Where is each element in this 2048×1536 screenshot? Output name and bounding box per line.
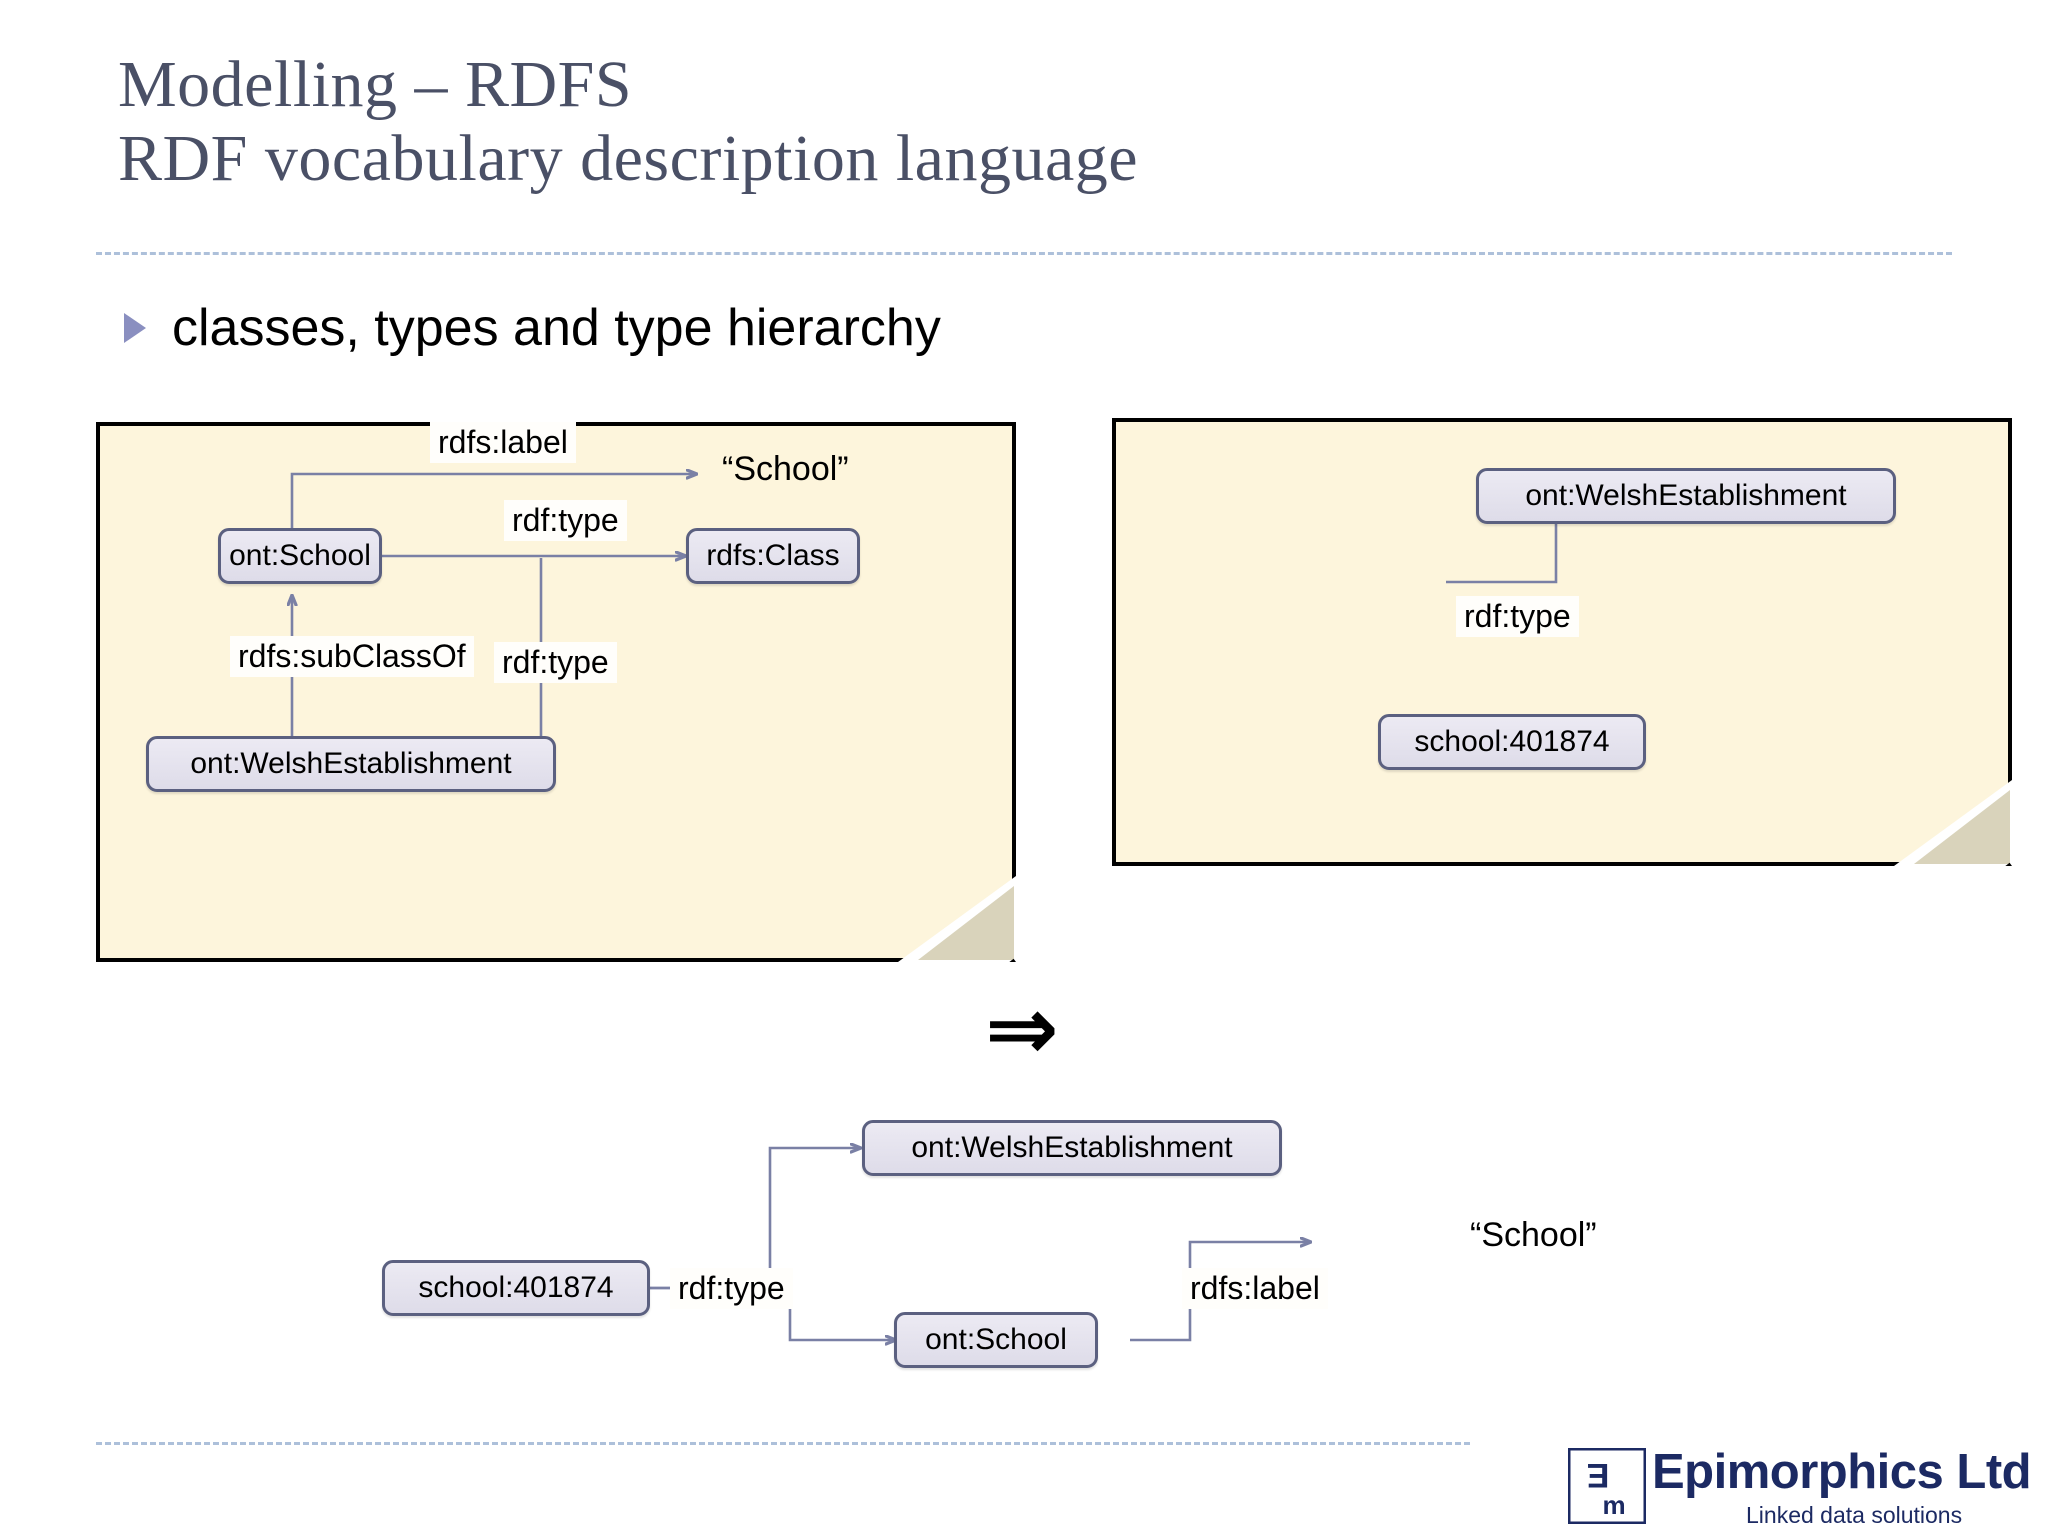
edge-label-rdfs-label: rdfs:label [1182,1268,1328,1309]
node-ont-welsh-establishment[interactable]: ont:WelshEstablishment [1476,468,1896,524]
edge-label-rdfs-label: rdfs:label [430,422,576,463]
svg-text:E: E [1587,1456,1610,1494]
literal-school: “School” [722,450,849,489]
logo-company-name: Epimorphics Ltd [1652,1444,2031,1500]
node-ont-school[interactable]: ont:School [894,1312,1098,1368]
bullet-triangle-icon [124,313,146,343]
node-ont-welsh-establishment[interactable]: ont:WelshEstablishment [862,1120,1282,1176]
edge-label-rdf-type-bottom: rdf:type [494,642,617,683]
edge-label-rdf-type: rdf:type [1456,596,1579,637]
node-ont-school[interactable]: ont:School [218,528,382,584]
edge-label-rdfs-subclassof: rdfs:subClassOf [230,636,474,677]
bullet-text: classes, types and type hierarchy [172,298,941,358]
title-line-1: Modelling – RDFS [118,48,1918,122]
node-school-401874[interactable]: school:401874 [1378,714,1646,770]
bullet-row: classes, types and type hierarchy [124,298,941,358]
page-title: Modelling – RDFS RDF vocabulary descript… [118,48,1918,196]
footer-divider [96,1442,1470,1445]
node-rdfs-class[interactable]: rdfs:Class [686,528,860,584]
left-note-panel: ont:School rdfs:Class ont:WelshEstablish… [96,422,1016,962]
logo-tagline: Linked data solutions [1746,1502,1962,1529]
title-line-2: RDF vocabulary description language [118,122,1918,196]
implies-arrow-icon: ⇒ [985,985,1059,1073]
edge-label-rdf-type: rdf:type [670,1268,793,1309]
literal-school: “School” [1470,1216,1597,1255]
bottom-graph: ont:WelshEstablishment school:401874 ont… [370,1090,1670,1380]
title-divider [96,252,1952,255]
logo-mark-icon: E m [1568,1448,1646,1524]
node-school-401874[interactable]: school:401874 [382,1260,650,1316]
edge-label-rdf-type-top: rdf:type [504,500,627,541]
node-ont-welsh-establishment[interactable]: ont:WelshEstablishment [146,736,556,792]
svg-text:m: m [1602,1490,1625,1520]
right-note-panel: ont:WelshEstablishment school:401874 rdf… [1112,418,2012,866]
epimorphics-logo: E m Epimorphics Ltd Linked data solution… [1568,1448,2008,1528]
